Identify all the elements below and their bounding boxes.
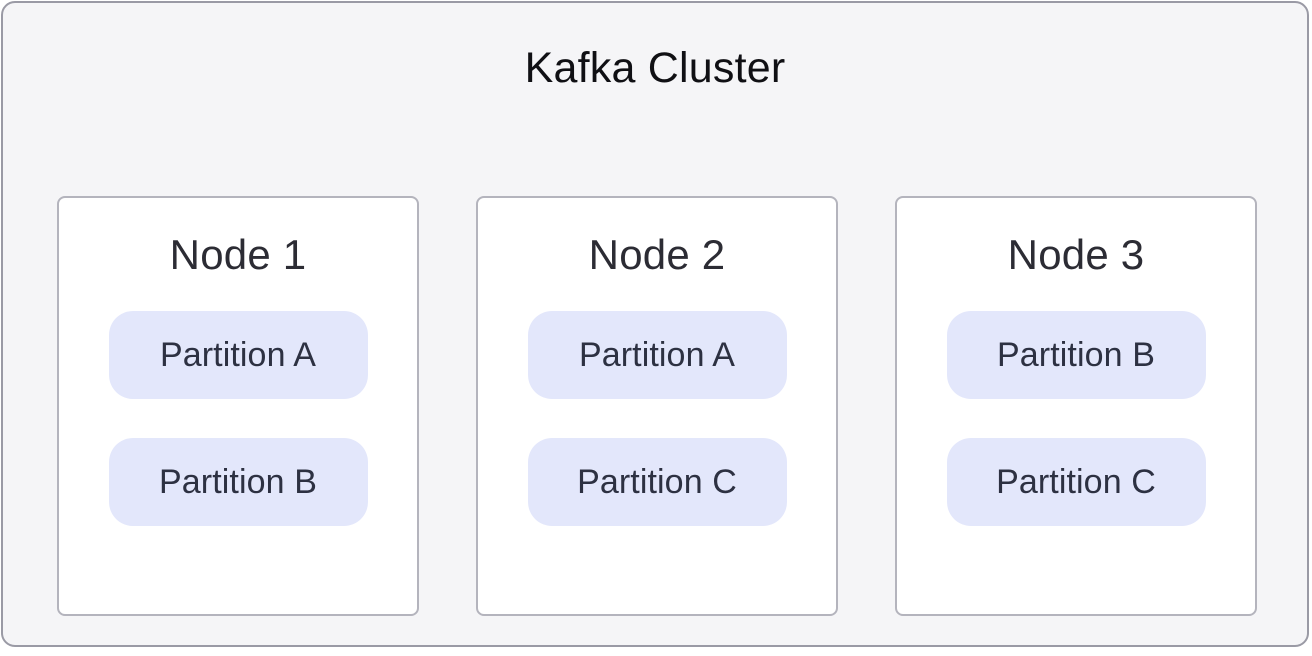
node-title: Node 3 [1007, 231, 1145, 278]
node-card-1[interactable]: Node 1 Partition A Partition B [57, 196, 419, 616]
partition-pill[interactable]: Partition C [527, 438, 787, 527]
partition-list: Partition A Partition B [59, 311, 417, 527]
partition-list: Partition B Partition C [897, 311, 1255, 527]
partition-pill[interactable]: Partition B [946, 311, 1206, 400]
partition-pill[interactable]: Partition A [108, 311, 368, 400]
cluster-title: Kafka Cluster [524, 44, 786, 92]
nodes-row: Node 1 Partition A Partition B Node 2 Pa… [57, 196, 1257, 616]
partition-pill[interactable]: Partition B [108, 438, 368, 527]
node-card-3[interactable]: Node 3 Partition B Partition C [895, 196, 1257, 616]
partition-pill[interactable]: Partition C [946, 438, 1206, 527]
node-title: Node 1 [169, 231, 307, 278]
node-title: Node 2 [588, 231, 726, 278]
partition-list: Partition A Partition C [478, 311, 836, 527]
node-card-2[interactable]: Node 2 Partition A Partition C [476, 196, 838, 616]
partition-pill[interactable]: Partition A [527, 311, 787, 400]
